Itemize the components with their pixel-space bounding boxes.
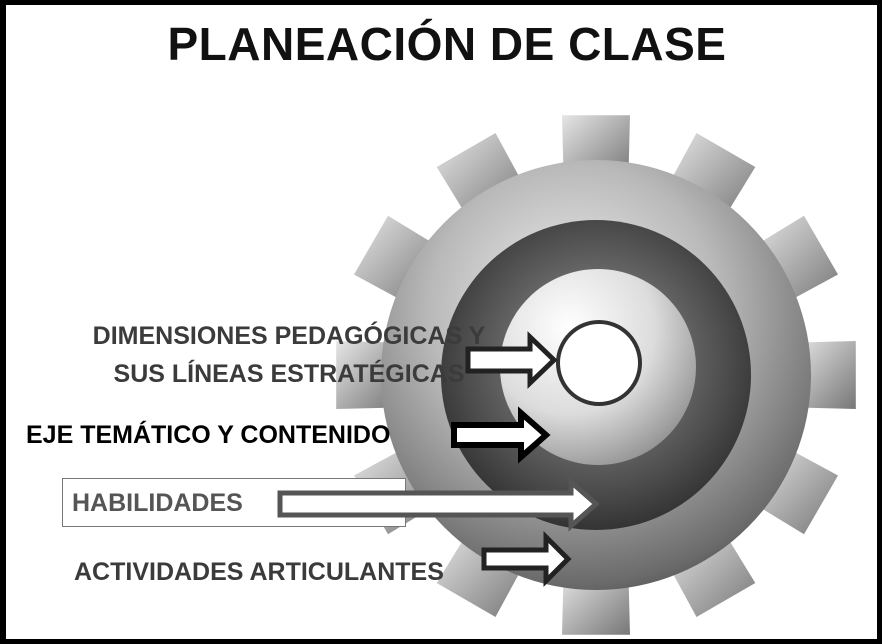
gear-axle-hole <box>556 320 642 406</box>
label-dimensiones: DIMENSIONES PEDAGÓGICAS Y SUS LÍNEAS EST… <box>54 317 524 393</box>
label-eje-tematico: EJE TEMÁTICO Y CONTENIDO <box>26 421 391 449</box>
label-habilidades: HABILIDADES <box>72 489 243 517</box>
page-title: PLANEACIÓN DE CLASE <box>167 18 727 70</box>
label-dimensiones-line2: SUS LÍNEAS ESTRATÉGICAS <box>113 360 465 388</box>
label-dimensiones-line1: DIMENSIONES PEDAGÓGICAS Y <box>92 322 486 350</box>
label-actividades: ACTIVIDADES ARTICULANTES <box>74 558 444 586</box>
